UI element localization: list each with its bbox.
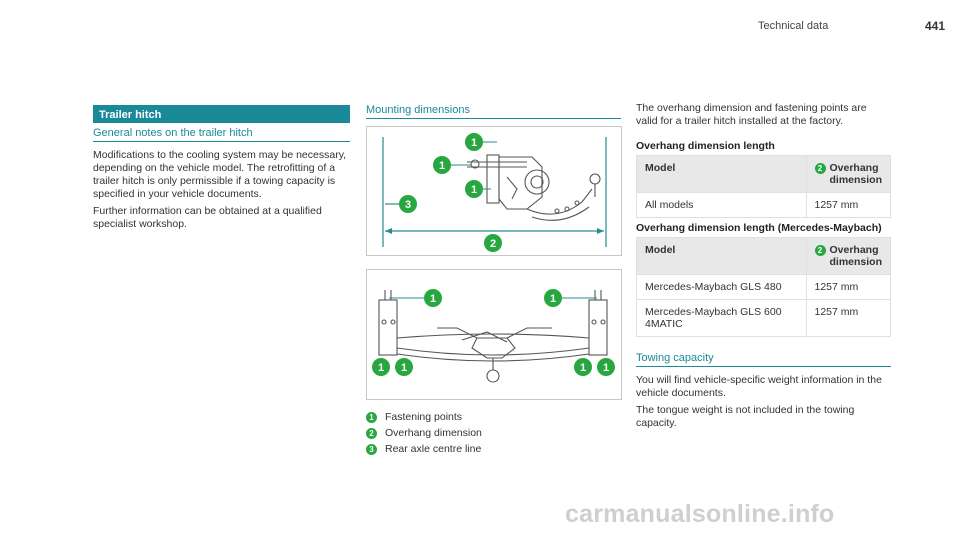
legend-badge: 2: [366, 427, 377, 439]
callout-label: 1: [439, 160, 445, 172]
legend-text: Overhang dimension: [385, 427, 482, 439]
callout-label: 1: [550, 293, 556, 305]
side-view-diagram: 1 1 1 3 2: [382, 133, 607, 252]
legend-badge: 1: [366, 411, 377, 423]
maybach-table-title: Overhang dimension length (Mercedes-Mayb…: [636, 222, 882, 234]
mounting-dimensions-rule: [366, 118, 621, 119]
callout-badge: 2: [484, 234, 502, 252]
cell-model: Mercedes-Maybach GLS 600 4MATIC: [636, 299, 807, 337]
callout-label: 3: [405, 199, 411, 211]
legend-text: Rear axle centre line: [385, 443, 482, 455]
towing-capacity-body: You will find vehicle-specific weight in…: [636, 374, 891, 434]
overhang-table-title: Overhang dimension length: [636, 140, 775, 152]
col-model-header: Model: [636, 237, 807, 275]
mounting-dimensions-heading: Mounting dimensions: [366, 104, 470, 116]
cell-value: 1257 mm: [805, 299, 891, 337]
towing-capacity-heading: Towing capacity: [636, 352, 714, 364]
callout-badge: 3: [399, 195, 417, 213]
legend-item: 1 Fastening points: [366, 409, 616, 425]
callout-badge: 1: [372, 358, 390, 376]
running-title: Technical data: [758, 20, 829, 32]
rear-view-figure: 1 1 1 1 1 1: [366, 269, 622, 400]
callout-badge: 1: [424, 289, 442, 307]
callout-label: 1: [378, 362, 384, 374]
watermark: carmanualsonline.info: [565, 500, 835, 528]
crossmember-drawing: [378, 290, 608, 383]
callout-label: 1: [401, 362, 407, 374]
figure-legend: 1 Fastening points 2 Overhang dimension …: [366, 409, 616, 457]
callout-badge: 1: [465, 133, 483, 151]
maybach-table: Model 2 Overhang dimension Mercedes-Mayb…: [636, 237, 891, 337]
table-row: Mercedes-Maybach GLS 600 4MATIC 1257 mm: [636, 299, 891, 337]
callout-label: 1: [471, 184, 477, 196]
legend-item: 3 Rear axle centre line: [366, 441, 616, 457]
col-overhang-label: Overhang dimension: [829, 162, 883, 186]
callout-badge: 1: [395, 358, 413, 376]
paragraph: Further information can be obtained at a…: [93, 205, 322, 230]
rear-view-diagram: 1 1 1 1 1 1: [372, 289, 615, 383]
legend-badge: 3: [366, 443, 377, 455]
col-model-header: Model: [636, 155, 807, 193]
paragraph: The tongue weight is not included in the…: [636, 404, 855, 429]
side-view-figure: 1 1 1 3 2: [366, 126, 622, 256]
section-title: Trailer hitch: [99, 109, 162, 121]
col-overhang-header: 2 Overhang dimension: [805, 155, 891, 193]
general-notes-rule: [93, 141, 350, 142]
table-row: All models 1257 mm: [636, 192, 891, 218]
callout-badge: 1: [574, 358, 592, 376]
callout-badge: 1: [433, 156, 451, 174]
paragraph: Modifications to the cooling system may …: [93, 149, 347, 200]
callout-badge: 1: [544, 289, 562, 307]
col-overhang-label: Overhang dimension: [829, 244, 883, 268]
page-number: 441: [925, 19, 946, 33]
legend-text: Fastening points: [385, 411, 463, 423]
towing-capacity-rule: [636, 366, 891, 367]
overhang-badge: 2: [814, 245, 826, 256]
callout-label: 1: [430, 293, 436, 305]
section-title-bar: Trailer hitch: [93, 105, 350, 123]
callout-badge: 1: [597, 358, 615, 376]
cell-value: 1257 mm: [805, 192, 891, 218]
general-notes-body: Modifications to the cooling system may …: [93, 149, 351, 235]
cell-value: 1257 mm: [805, 274, 891, 300]
callout-label: 1: [471, 137, 477, 149]
trailer-hitch-drawing: [467, 154, 601, 221]
col-overhang-header: 2 Overhang dimension: [805, 237, 891, 275]
overhang-badge: 2: [814, 163, 826, 174]
overhang-intro: The overhang dimension and fastening poi…: [636, 102, 867, 127]
table-row: Mercedes-Maybach GLS 480 1257 mm: [636, 274, 891, 300]
paragraph: You will find vehicle-specific weight in…: [636, 374, 882, 399]
callout-label: 1: [580, 362, 586, 374]
cell-model: All models: [636, 192, 807, 218]
overhang-table: Model 2 Overhang dimension All models 12…: [636, 155, 891, 218]
general-notes-heading: General notes on the trailer hitch: [93, 127, 253, 139]
callout-label: 1: [603, 362, 609, 374]
callout-label: 2: [490, 238, 496, 250]
cell-model: Mercedes-Maybach GLS 480: [636, 274, 807, 300]
legend-item: 2 Overhang dimension: [366, 425, 616, 441]
callout-badge: 1: [465, 180, 483, 198]
